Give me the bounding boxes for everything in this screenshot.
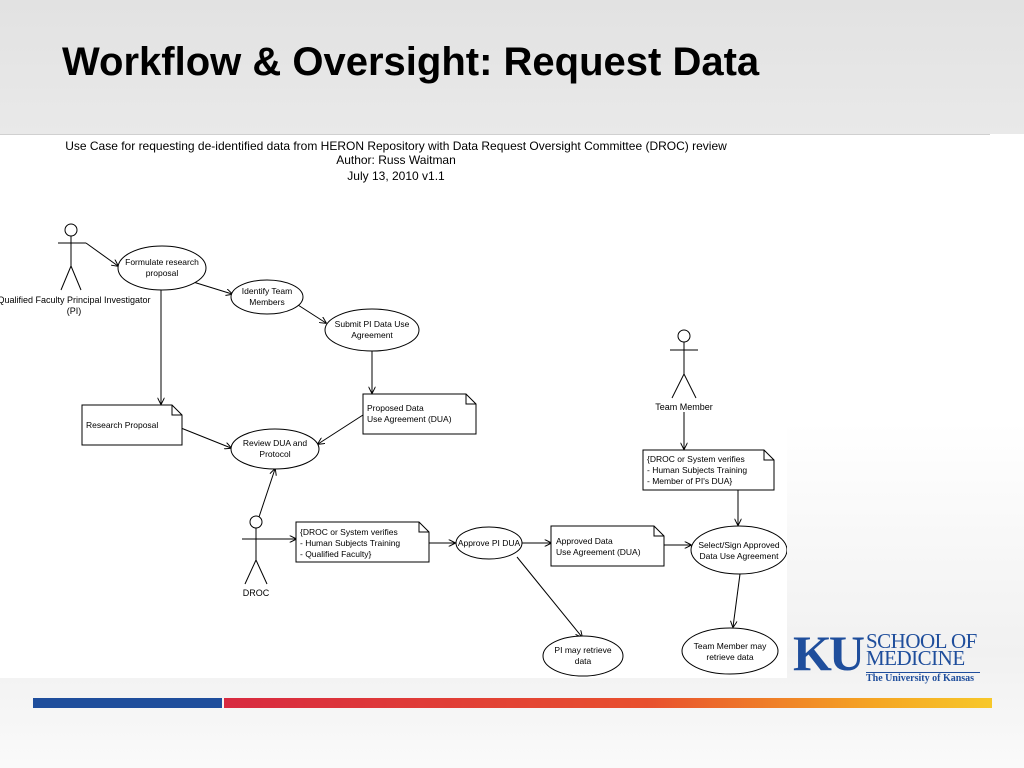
svg-text:Approved Data: Approved Data [556,536,613,546]
footer-bar-blue [33,698,222,708]
footer-bar-gradient [224,698,992,708]
svg-text:- Human Subjects Training: - Human Subjects Training [647,465,747,475]
edge-droc-review [258,469,275,518]
usecase-formulate: Formulate research proposal [117,245,207,291]
svg-text:Proposed Data: Proposed Data [367,403,424,413]
logo-rule [866,672,980,673]
title-band [0,0,1024,134]
doc-droc-verifies-pi: {DROC or System verifies - Human Subject… [295,521,430,563]
edge-proposal-review [180,427,231,448]
actor-pi-icon [58,223,86,291]
doc-approved-dua: Approved Data Use Agreement (DUA) [550,525,665,567]
svg-text:{DROC or System verifies: {DROC or System verifies [300,527,398,537]
svg-text:retrieve data: retrieve data [706,652,754,662]
doc-droc-verifies-team: {DROC or System verifies - Human Subject… [642,449,775,491]
usecase-pi-retrieve: PI may retrieve data [542,635,624,677]
usecase-select-sign: Select/Sign Approved Data Use Agreement [690,525,787,575]
svg-text:Use Agreement (DUA): Use Agreement (DUA) [556,547,641,557]
usecase-submit: Submit PI Data Use Agreement [324,308,420,352]
svg-text:Formulate research: Formulate research [125,257,199,267]
actor-droc-icon [242,515,270,585]
svg-text:data: data [575,656,592,666]
svg-text:Research Proposal: Research Proposal [86,420,158,430]
edge-dua-review [318,414,364,444]
diagram-header-date: July 13, 2010 v1.1 [347,169,445,183]
edge-identify-submit [297,304,326,323]
edge-approve-piretrieve [516,556,582,637]
svg-text:- Human Subjects Training: - Human Subjects Training [300,538,400,548]
connectors [85,242,741,637]
svg-text:Data Use Agreement: Data Use Agreement [700,551,780,561]
actor-team-member-label: Team Member [655,402,713,412]
diagram-header-author: Author: Russ Waitman [336,153,456,167]
svg-text:Members: Members [249,297,284,307]
usecase-identify: Identify Team Members [230,279,304,315]
actor-team-member-icon [670,329,698,399]
title-divider [0,134,990,135]
slide-title: Workflow & Oversight: Request Data [62,40,760,84]
doc-proposed-dua: Proposed Data Use Agreement (DUA) [362,393,477,435]
svg-text:proposal: proposal [146,268,179,278]
usecase-team-retrieve: Team Member may retrieve data [681,627,779,675]
doc-research-proposal: Research Proposal [81,404,183,446]
usecase-approve: Approve PI DUA [455,526,523,560]
ku-school-of-medicine-logo: KU SCHOOL OF MEDICINE The University of … [790,627,995,689]
logo-university: The University of Kansas [866,673,975,684]
svg-text:Approve PI DUA: Approve PI DUA [458,538,521,548]
svg-text:Select/Sign Approved: Select/Sign Approved [698,540,780,550]
svg-text:Team Member may: Team Member may [694,641,767,651]
svg-text:{DROC or System verifies: {DROC or System verifies [647,454,745,464]
diagram-header-title: Use Case for requesting de-identified da… [65,139,727,153]
svg-text:- Member of PI's DUA}: - Member of PI's DUA} [647,476,732,486]
svg-text:PI may retrieve: PI may retrieve [554,645,611,655]
svg-text:- Qualified Faculty}: - Qualified Faculty} [300,549,371,559]
logo-medicine: MEDICINE [866,646,965,670]
edge-formulate-identify [189,280,232,294]
actor-pi-label: Qualified Faculty Principal Investigator [0,295,151,305]
svg-text:Use Agreement (DUA): Use Agreement (DUA) [367,414,452,424]
svg-text:Protocol: Protocol [259,449,290,459]
svg-text:Agreement: Agreement [351,330,393,340]
actor-droc-label: DROC [243,588,270,598]
edge-select-teamretrieve [733,573,741,627]
logo-ku-mark: KU [793,625,865,681]
edge-pi-formulate [85,242,118,266]
svg-text:Identify Team: Identify Team [242,286,292,296]
use-case-diagram: Use Case for requesting de-identified da… [0,135,787,678]
svg-text:Submit PI Data Use: Submit PI Data Use [335,319,410,329]
usecase-review: Review DUA and Protocol [230,428,320,470]
actor-pi-label-2: (PI) [67,306,82,316]
svg-text:Review DUA and: Review DUA and [243,438,308,448]
logo-school-of: SCHOOL OF [866,629,977,653]
